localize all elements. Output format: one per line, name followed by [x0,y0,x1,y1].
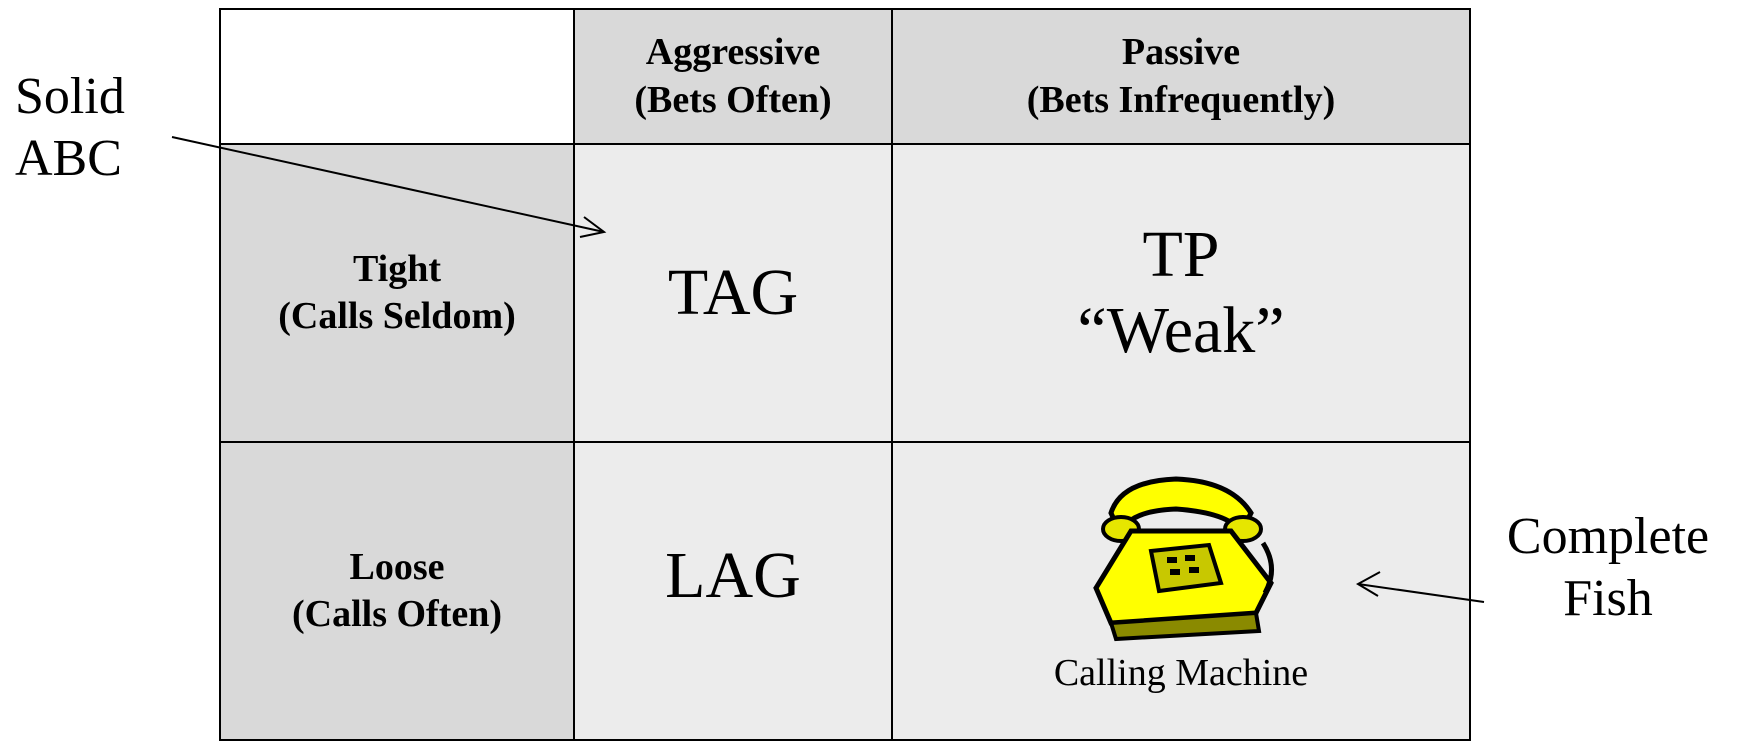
fish-label: Fish [1563,570,1653,628]
cell-tight-aggressive: TAG [573,143,893,443]
solid-abc-annotation: Solid ABC [15,66,125,191]
cell-tp-weak-label: “Weak” [1077,294,1285,367]
row-header-loose-subtitle: (Calls Often) [291,593,503,635]
telephone-icon [1093,476,1274,642]
solid-label: Solid [15,68,125,125]
row-header-tight-subtitle: (Calls Seldom) [278,295,516,337]
cell-loose-aggressive: LAG [573,441,893,741]
arrow-to-tag [171,136,607,238]
abc-label: ABC [15,130,122,188]
calling-machine-caption: Calling Machine [1053,652,1309,694]
arrow-to-calling-machine [1355,571,1485,603]
column-header-aggressive-subtitle: (Bets Often) [634,78,832,121]
row-header-loose-title: Loose [349,545,445,588]
column-header-passive: Passive (Bets Infrequently) [891,8,1471,145]
complete-label: Complete [1506,508,1710,565]
column-header-passive-title: Passive [1121,31,1241,73]
cell-tp-label: TP [1142,218,1220,292]
column-header-passive-subtitle: (Bets Infrequently) [1026,78,1336,121]
row-header-tight-title: Tight [352,247,441,290]
complete-fish-annotation: Complete Fish [1478,506,1738,631]
column-header-aggressive: Aggressive (Bets Often) [573,8,893,145]
cell-tag-label: TAG [667,256,799,330]
corner-cell [219,8,575,145]
cell-lag-label: LAG [665,539,801,613]
cell-tight-passive: TP “Weak” [891,143,1471,443]
column-header-aggressive-title: Aggressive [645,31,821,73]
